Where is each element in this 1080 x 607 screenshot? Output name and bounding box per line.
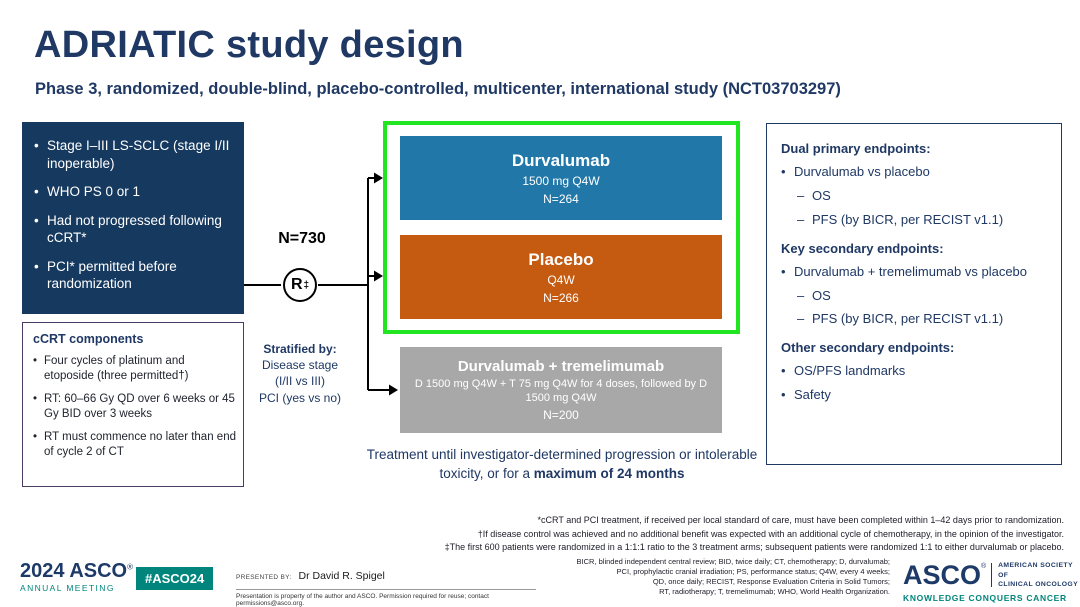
arm-dose: D 1500 mg Q4W + T 75 mg Q4W for 4 doses,… [414, 377, 708, 404]
endpoint-subitem: OS [781, 288, 1051, 305]
presented-by-label: PRESENTED BY: [236, 574, 292, 581]
footnotes: *cCRT and PCI treatment, if received per… [304, 514, 1064, 555]
primary-comparison-highlight-frame [383, 121, 740, 334]
ccrt-item: Four cycles of platinum and etoposide (t… [33, 354, 236, 384]
ccrt-item: RT must commence no later than end of cy… [33, 430, 236, 460]
stratification-factor: PCI (yes vs no) [258, 390, 342, 405]
treatment-duration-max: maximum of 24 months [533, 465, 685, 481]
eligibility-item: PCI* permitted before randomization [34, 258, 235, 293]
abbreviation-line: BICR, blinded independent central review… [576, 557, 890, 566]
hashtag-badge: #ASCO24 [136, 567, 214, 590]
endpoints-heading-key-secondary: Key secondary endpoints: [781, 240, 944, 256]
registered-mark-icon: ® [981, 563, 987, 570]
stratification-note: Stratified by: Disease stage (I/II vs II… [240, 341, 360, 406]
endpoints-heading-dual-primary: Dual primary endpoints: [781, 141, 931, 156]
footnote: *cCRT and PCI treatment, if received per… [537, 515, 1064, 525]
endpoints-heading-other-secondary: Other secondary endpoints: [781, 340, 955, 356]
abbreviations: BICR, blinded independent central review… [470, 557, 890, 598]
meeting-year: 2024 [20, 560, 65, 582]
presented-by: PRESENTED BY: Dr David R. Spigel [236, 570, 385, 582]
endpoint-item: Durvalumab vs placebo [781, 164, 1051, 181]
presenter-name: Dr David R. Spigel [298, 570, 385, 582]
arm-placebo: Placebo Q4W N=266 [400, 235, 722, 319]
eligibility-item: Stage I–III LS-SCLC (stage I/II inoperab… [34, 137, 235, 172]
abbreviation-line: QD, once daily; RECIST, Response Evaluat… [652, 577, 890, 587]
abbreviation-line: PCI, prophylactic cranial irradiation; P… [616, 567, 890, 577]
endpoint-subitem: PFS (by BICR, per RECIST v1.1) [781, 212, 1051, 229]
abbreviation-line: RT, radiotherapy; T, tremelimumab; WHO, … [659, 587, 890, 597]
asco-tagline: KNOWLEDGE CONQUERS CANCER [903, 592, 1067, 603]
arm-name: Placebo [528, 249, 594, 269]
arm-dose: Q4W [547, 272, 575, 287]
registered-mark-icon: ® [127, 562, 134, 572]
ccrt-title: cCRT components [33, 332, 144, 346]
treatment-duration-note: Treatment until investigator-determined … [352, 446, 772, 484]
endpoint-item: OS/PFS landmarks [781, 363, 1051, 380]
asco-society-line: CLINICAL ONCOLOGY [998, 581, 1079, 589]
footnote: †If disease control was achieved and no … [477, 528, 1064, 539]
endpoint-subitem: OS [781, 188, 1051, 205]
endpoint-item: Durvalumab + tremelimumab vs placebo [781, 264, 1051, 281]
stratified-by-label: Stratified by: [263, 342, 337, 356]
asco-logo: ASCO® AMERICAN SOCIETY OF CLINICAL ONCOL… [903, 559, 1080, 603]
arm-name: Durvalumab + tremelimumab [457, 357, 665, 375]
randomization-footnote-mark: ‡ [303, 279, 310, 291]
footnote: ‡The first 600 patients were randomized … [444, 542, 1064, 552]
arm-name: Durvalumab [511, 150, 611, 170]
ccrt-item: RT: 60–66 Gy QD over 6 weeks or 45 Gy BI… [33, 392, 236, 422]
stratification-factor: Disease stage [261, 358, 339, 373]
eligibility-item: Had not progressed following cCRT* [34, 212, 235, 247]
study-subtitle: Phase 3, randomized, double-blind, place… [35, 80, 841, 98]
total-n-label: N=730 [278, 230, 326, 247]
endpoint-subitem: PFS (by BICR, per RECIST v1.1) [781, 311, 1051, 328]
eligibility-criteria-box: Stage I–III LS-SCLC (stage I/II inoperab… [22, 122, 244, 314]
treatment-duration-text: Treatment until investigator-determined … [366, 447, 758, 481]
meeting-subtitle: ANNUAL MEETING [20, 583, 115, 593]
endpoint-item: Safety [781, 387, 1051, 404]
arm-dose: 1500 mg Q4W [522, 173, 600, 188]
arm-n: N=200 [543, 408, 579, 423]
ccrt-components-box: cCRT components Four cycles of platinum … [22, 322, 244, 487]
arm-durvalumab: Durvalumab 1500 mg Q4W N=264 [400, 136, 722, 220]
endpoints-panel: Dual primary endpoints: Durvalumab vs pl… [766, 123, 1062, 465]
stratification-factor: (I/II vs III) [275, 374, 325, 389]
asco-logo-name: ASCO [903, 559, 982, 590]
arm-durvalumab-tremelimumab: Durvalumab + tremelimumab D 1500 mg Q4W … [400, 347, 722, 433]
permission-disclaimer: Presentation is property of the author a… [236, 589, 536, 607]
arm-n: N=266 [543, 290, 579, 305]
randomization-icon: R‡ [283, 268, 317, 302]
page-title: ADRIATIC study design [34, 24, 464, 66]
meeting-asco: ASCO [69, 560, 128, 582]
asco-society-line: AMERICAN SOCIETY OF [998, 562, 1073, 579]
arm-n: N=264 [543, 191, 579, 206]
randomization-letter: R [290, 276, 303, 293]
logo-divider [991, 563, 993, 588]
eligibility-item: WHO PS 0 or 1 [34, 183, 235, 201]
asco-annual-meeting-logo: 2024 ASCO® ANNUAL MEETING [20, 561, 133, 593]
